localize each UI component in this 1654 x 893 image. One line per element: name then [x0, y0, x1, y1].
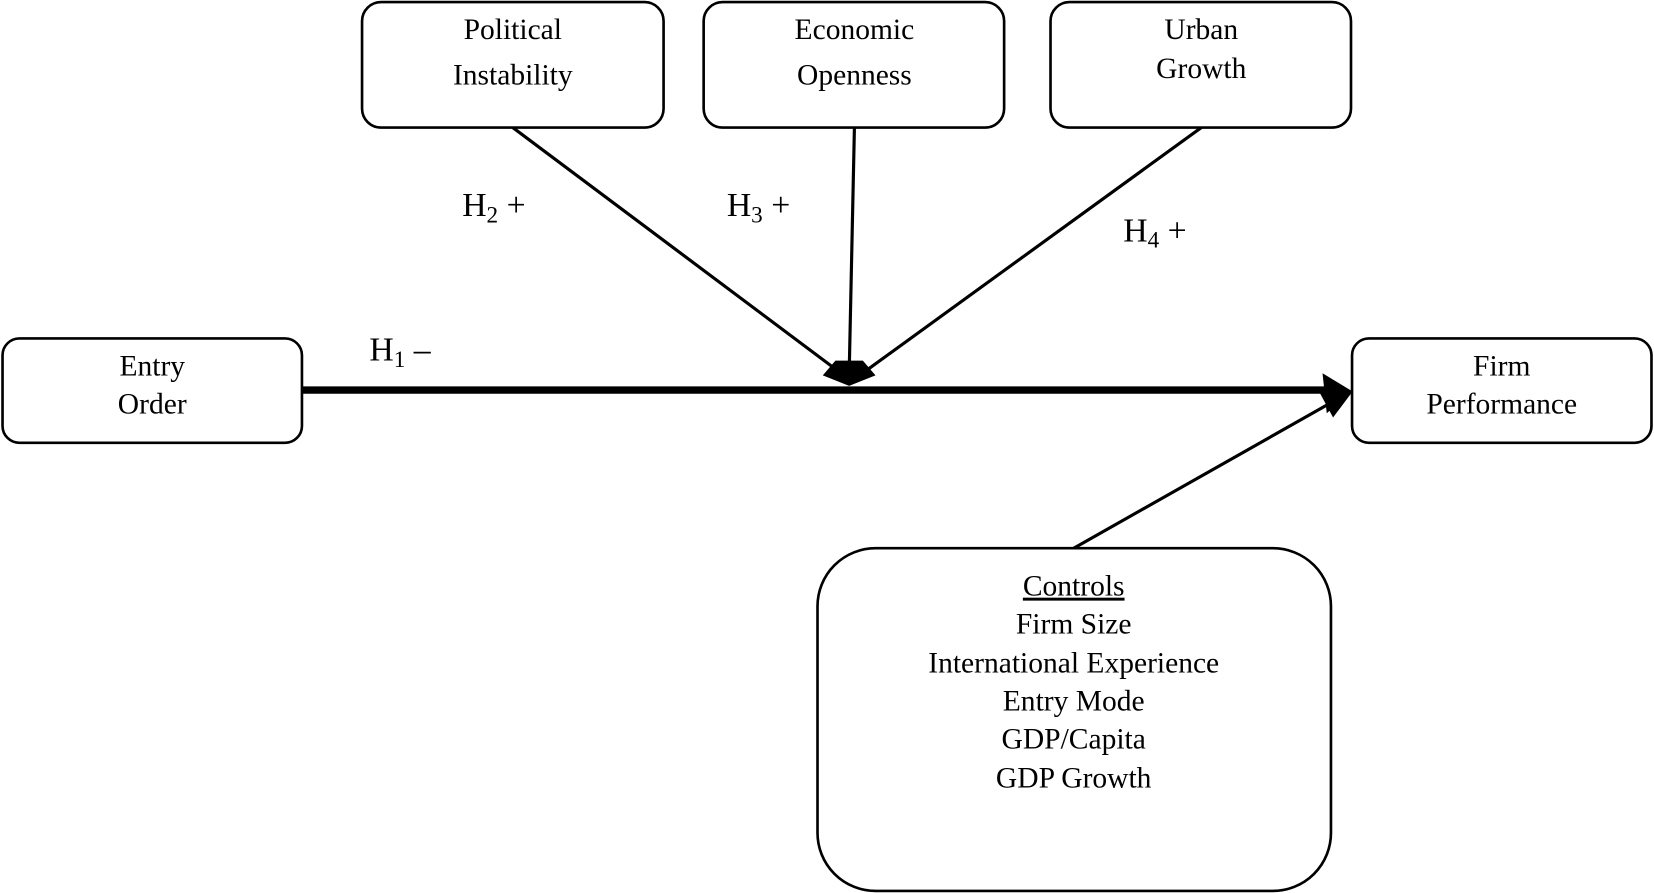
- node-controls: Controls Firm Size International Experie…: [816, 546, 1333, 893]
- node-firm-performance: Firm Performance: [1350, 337, 1653, 445]
- node-label: Order: [118, 388, 187, 420]
- node-economic-openness: Economic Openness: [702, 0, 1006, 129]
- hypothesis-h4-label: H4 +: [1123, 212, 1186, 253]
- node-urban-growth: Urban Growth: [1049, 0, 1353, 129]
- node-label: Openness: [797, 59, 912, 91]
- node-label: Urban: [1164, 14, 1238, 46]
- hypothesis-h3-label: H3 +: [727, 187, 790, 228]
- arrow-political-moderator: [511, 126, 845, 377]
- node-label: Growth: [1156, 53, 1246, 85]
- node-label: Entry: [119, 350, 185, 382]
- control-item: GDP Growth: [996, 763, 1152, 795]
- arrow-urban-moderator: [858, 126, 1203, 377]
- node-label: Political: [464, 14, 562, 46]
- node-label: Instability: [453, 59, 573, 91]
- node-label: Performance: [1426, 388, 1577, 420]
- node-label: Firm: [1473, 350, 1530, 382]
- control-item: GDP/Capita: [1002, 724, 1146, 756]
- controls-title: Controls: [1023, 571, 1125, 603]
- control-item: Entry Mode: [1003, 686, 1145, 718]
- control-item: International Experience: [928, 648, 1219, 680]
- hypothesis-h2-label: H2 +: [462, 187, 525, 228]
- node-label: Economic: [795, 14, 915, 46]
- arrow-controls-to-performance: [1072, 401, 1332, 550]
- node-entry-order: Entry Order: [1, 337, 304, 445]
- control-item: Firm Size: [1016, 609, 1132, 641]
- hypothesis-h1-label: H1 –: [369, 332, 431, 373]
- node-political-instability: Political Instability: [360, 0, 665, 129]
- arrowhead-controls: [1318, 390, 1353, 418]
- moderator-junction-head: [822, 360, 876, 386]
- arrow-economic-moderator: [847, 127, 856, 376]
